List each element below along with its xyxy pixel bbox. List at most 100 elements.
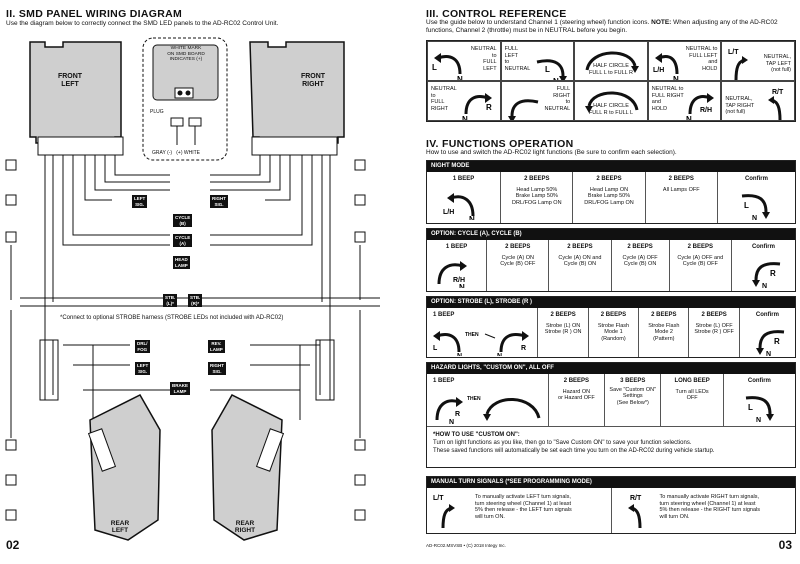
steer-right-hold-icon: R/HN [686,93,715,121]
tap-right-icon: R/T [627,495,642,529]
functions-operation-intro: How to use and switch the AD-RC02 light … [426,149,677,156]
front-right-label: FRONT RIGHT [300,73,326,88]
tap-left-icon: L/T [433,495,455,529]
svg-text:N: N [457,75,463,81]
manual-left-text: To manually activate LEFT turn signals, … [475,494,572,520]
wiring-title: II. SMD PANEL WIRING DIAGRAM [6,8,183,20]
control-half-circle-r-to-l: HALF CIRCLE FULL R to FULL L [574,81,648,121]
label-head-lamp: HEAD LAMP [173,256,190,269]
cycle-bar: OPTION: CYCLE (A), CYCLE (B) [427,229,795,240]
tap-right-icon: R/T [767,89,784,120]
strobe-note: *Connect to optional STROBE harness (STR… [60,315,284,321]
hazard-bar: HAZARD LIGHTS, "CUSTOM ON", ALL OFF [427,363,795,374]
svg-text:L/H: L/H [443,209,454,216]
smd-inset-note: WHITE MARK ON SMD BOARD INDICATES (+) [167,46,205,62]
label-right-sig: RIGHT SIG. [210,195,228,208]
label-stb-l: STB. (L)* [163,294,178,307]
left-page: II. SMD PANEL WIRING DIAGRAM Use the dia… [5,8,380,552]
steer-left-hold-icon: L/H N [653,53,679,81]
manual-turn-bar: MANUAL TURN SIGNALS (*SEE PROGRAMMING MO… [427,477,795,488]
functions-operation-title: IV. FUNCTIONS OPERATION [426,138,574,150]
svg-text:N: N [459,283,465,288]
strobe-bar: OPTION: STROBE (L), STROBE (R ) [427,297,795,308]
control-reference-title: III. CONTROL REFERENCE [426,8,567,20]
svg-text:N: N [673,75,679,81]
label-left-sig: LEFT SIG. [132,195,148,208]
steer-left-hold-icon: L/H N [443,193,475,220]
svg-text:L/T: L/T [728,49,739,56]
steer-return-right-icon: RN [751,262,781,288]
svg-text:N: N [462,115,468,121]
manual-turn-section: MANUAL TURN SIGNALS (*SEE PROGRAMMING MO… [426,476,796,534]
page-number-right: 03 [778,538,792,552]
svg-text:R: R [455,411,460,418]
svg-text:N: N [756,417,761,422]
control-half-circle-l-to-r: HALF CIRCLE FULL L to FULL R [574,41,648,81]
control-tap-right: R/T NEUTRAL, TAP RIGHT (not full) [721,81,795,121]
svg-text:R: R [521,345,526,352]
control-full-right-to-neutral: FULL RIGHT to NEUTRAL [500,81,575,121]
label-left-sig-rear: LEFT SIG. [135,362,151,375]
rear-right-label: REAR RIGHT [234,520,256,534]
half-circle-left-icon [585,91,639,113]
svg-text:R/H: R/H [453,277,465,284]
plug-wires-label: GRAY (-) (+) WHITE [152,150,201,156]
label-rev-lamp: REV. LAMP [208,340,225,353]
control-tap-left: L/T NEUTRAL, TAP LEFT (not full) [721,41,795,81]
svg-text:R/T: R/T [772,89,784,96]
custom-on-title: *HOW TO USE "CUSTOM ON": [433,432,520,438]
custom-on-step2: These saved functions will automatically… [433,448,715,454]
rear-left-label: REAR LEFT [110,520,130,534]
steer-return-left-icon: LN [536,59,568,80]
steer-left-then-right-icon: LNTHENRN [433,331,529,356]
plug-label: PLUG [150,109,164,115]
night-mode-bar: NIGHT MODE [427,161,795,172]
control-reference-intro: Use the guide below to understand Channe… [426,19,778,34]
svg-text:N: N [449,419,454,424]
svg-text:R: R [770,269,776,278]
page-number-left: 02 [6,538,20,552]
label-drl-fog: DRL/ FOG [135,340,150,353]
strobe-section: OPTION: STROBE (L), STROBE (R ) 1 BEEP L… [426,296,796,358]
svg-text:L: L [748,403,753,412]
manual-right-text: To manually activate RIGHT turn signals,… [659,494,760,520]
label-cycle-b: CYCLE (B) [173,214,193,227]
hazard-section: HAZARD LIGHTS, "CUSTOM ON", ALL OFF 1 BE… [426,362,796,468]
svg-text:R: R [486,103,492,112]
custom-on-step1: Turn on light functions as you like, the… [433,440,692,446]
steer-right-then-half-circle-icon: RN THEN [435,396,541,424]
svg-text:L: L [545,65,550,74]
svg-text:L: L [744,201,749,210]
steer-right-icon: RN [462,93,492,121]
svg-text:N: N [686,115,692,121]
svg-text:N: N [497,353,502,356]
svg-text:L/H: L/H [653,67,664,74]
label-brake-lamp: BRAKE LAMP [170,382,191,395]
half-circle-right-icon [585,51,640,73]
label-right-sig-rear: RIGHT SIG. [208,362,226,375]
svg-text:THEN: THEN [467,396,481,402]
right-page: III. CONTROL REFERENCE Use the guide bel… [400,0,800,564]
steer-right-hold-icon: R/HN [437,261,467,288]
svg-text:N: N [457,353,462,356]
svg-text:N: N [752,215,757,220]
steer-left-icon: LN [432,53,463,81]
steer-return-left-icon: LN [745,396,774,422]
svg-text:N: N [762,283,767,288]
steer-return-right-icon [507,99,538,120]
tap-left-icon: L/T [728,49,749,80]
svg-text:N: N [469,215,475,220]
steer-return-right-icon: RN [755,330,784,356]
wiring-diagram [5,37,380,541]
label-stb-r: STB. (R)* [188,294,203,307]
svg-text:L: L [433,345,438,352]
svg-text:N: N [766,351,771,356]
